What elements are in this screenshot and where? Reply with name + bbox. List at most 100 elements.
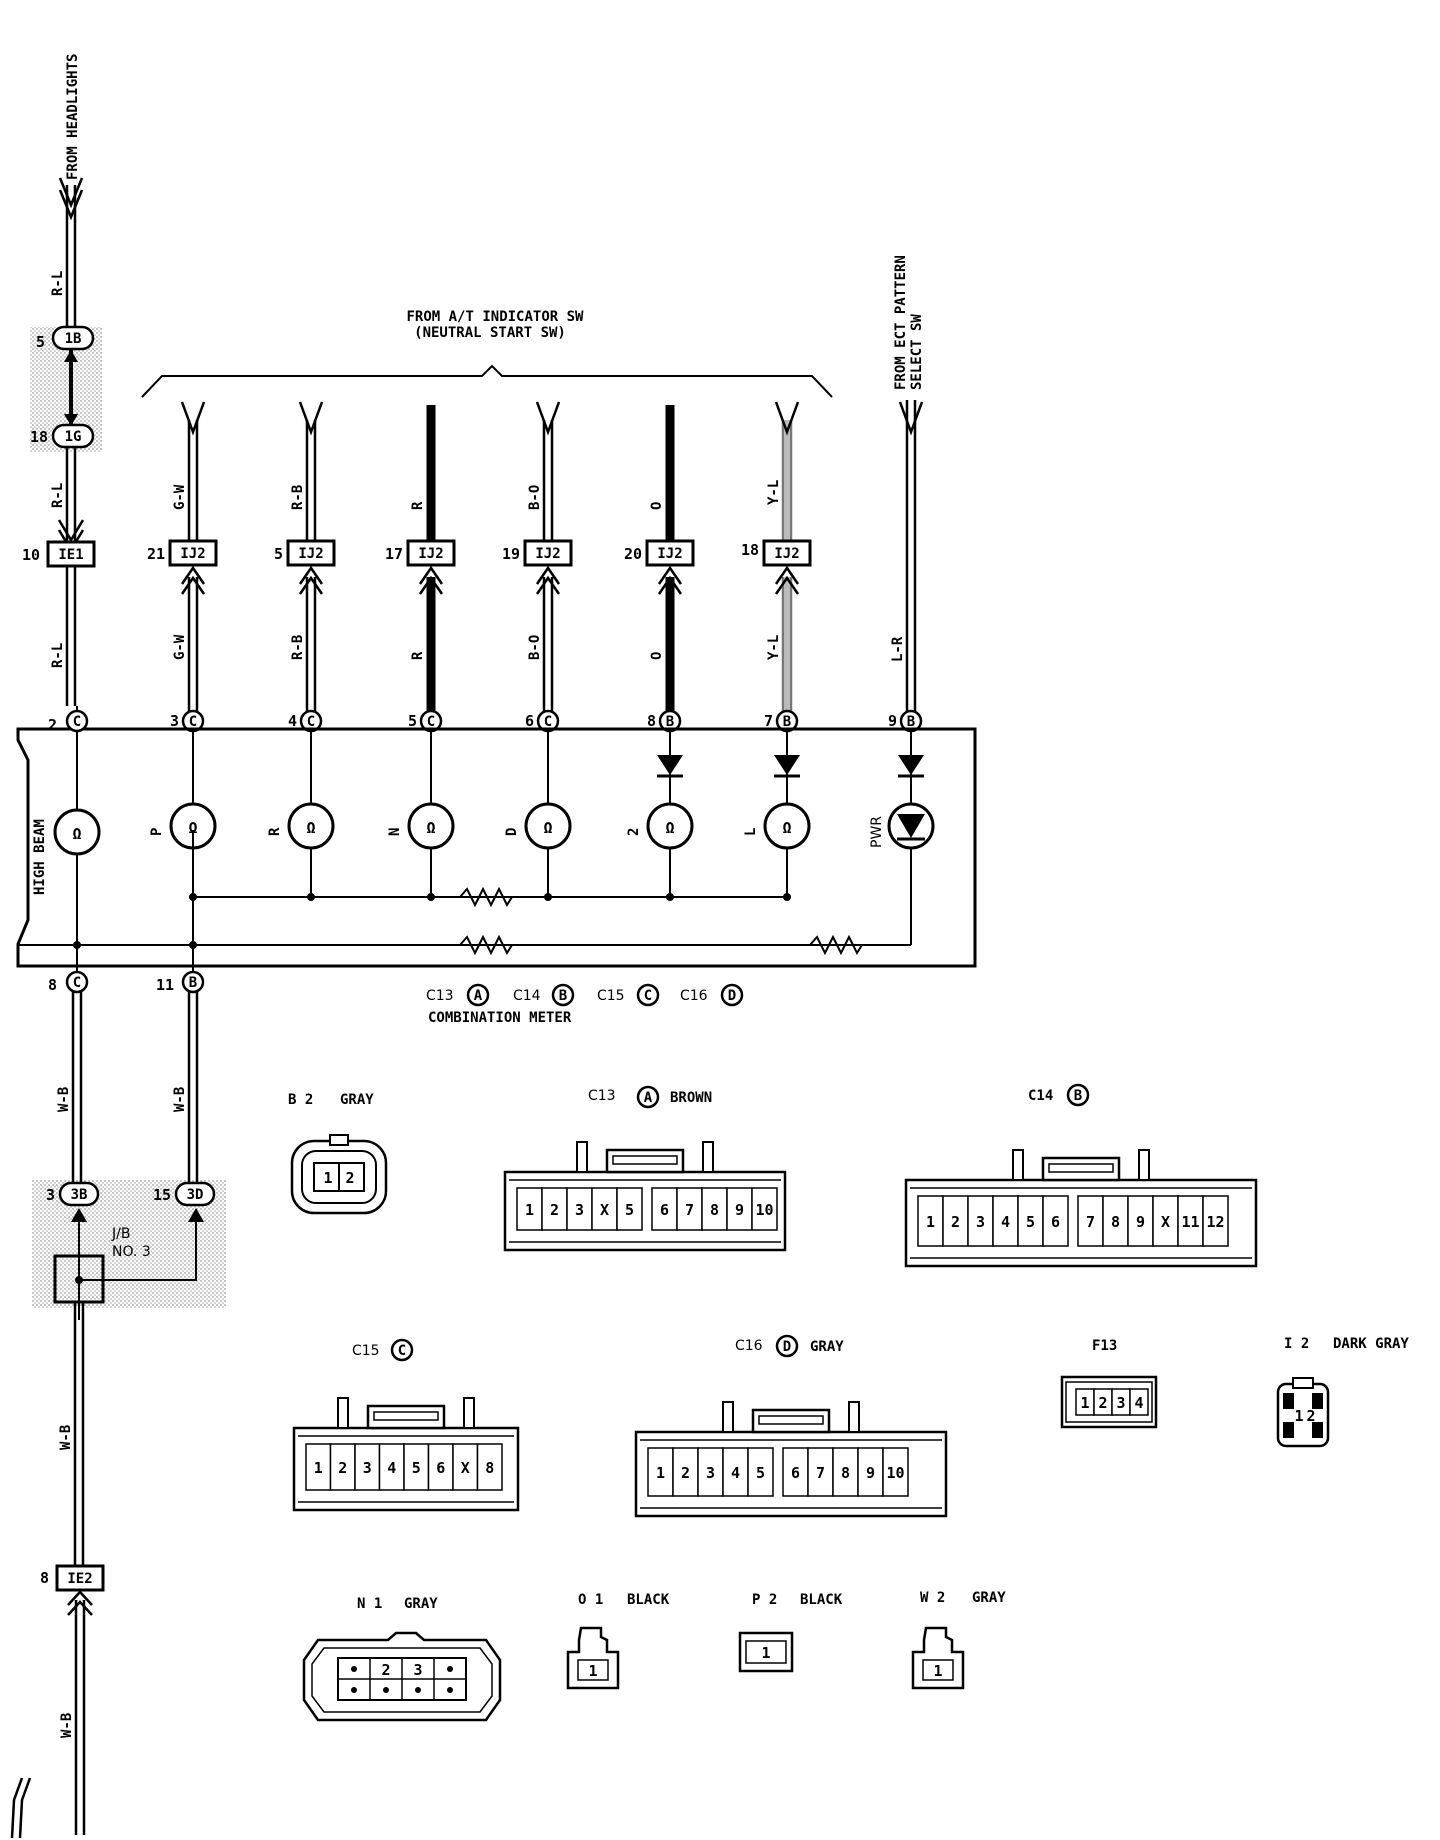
c14-pin: 6 — [1051, 1213, 1060, 1231]
meter-connector-letter: C — [189, 714, 197, 730]
c16-pin: 7 — [816, 1464, 825, 1482]
pwr-pin-number: 9 — [888, 712, 897, 730]
wire-color-rl-2: R-L — [50, 483, 66, 508]
c14-name: C14 — [1028, 1088, 1053, 1104]
lamp-filament-icon: Ω — [188, 819, 197, 837]
ij2-pin-number: 17 — [385, 545, 403, 563]
c15-pin: 6 — [436, 1459, 445, 1477]
meter-connector-letter: B — [783, 714, 791, 730]
c13-pin: X — [600, 1201, 609, 1219]
o1-name: O 1 — [578, 1592, 603, 1608]
b2-color: GRAY — [340, 1092, 374, 1108]
connector-ie1-id: IE1 — [58, 547, 83, 563]
high-beam-lamp-symbol: Ω — [72, 825, 81, 843]
n1-pin-2: 2 — [381, 1661, 390, 1679]
pin-ie1-number: 10 — [22, 546, 40, 564]
connector-1g-id: 1G — [65, 429, 82, 445]
c16-pin: 10 — [886, 1464, 904, 1482]
jb-label: J/B — [111, 1226, 130, 1242]
connector-ij2-label: IJ2 — [298, 546, 323, 562]
connector-ij2 — [406, 539, 456, 567]
connector-ij2 — [286, 539, 336, 567]
c15-pin: 3 — [363, 1459, 372, 1477]
combination-meter-title: COMBINATION METER — [428, 1010, 572, 1026]
connector-o1: O 1 BLACK 1 — [566, 1592, 670, 1690]
meter-connector-letter: C — [307, 714, 315, 730]
connector-ij2-label: IJ2 — [180, 546, 205, 562]
c15-pin: 5 — [412, 1459, 421, 1477]
connector-3b — [58, 1181, 100, 1207]
lamp-filament-icon: Ω — [782, 819, 791, 837]
wire-color-lower: R — [410, 651, 426, 660]
connector-i2: I 2 DARK GRAY 1 2 — [1276, 1336, 1409, 1448]
wire-color-upper: O — [649, 502, 665, 510]
wire-color-upper: Y-L — [766, 480, 782, 505]
wire-color-lr: L-R — [890, 636, 906, 662]
c13-pin: 8 — [710, 1201, 719, 1219]
wire-color-lower: R-B — [290, 635, 306, 660]
c16-pin: 3 — [706, 1464, 715, 1482]
meter-bottom-conn-1-letter: C — [73, 975, 81, 991]
c15-pin: X — [461, 1459, 470, 1477]
f13-pin: 3 — [1116, 1394, 1125, 1412]
from-at-indicator-label: FROM A/T INDICATOR SW — [406, 309, 584, 325]
connector-3d-id: 3D — [187, 1187, 204, 1203]
c16-pin: 1 — [656, 1464, 665, 1482]
lamp-filament-icon: Ω — [306, 819, 315, 837]
select-sw-label: SELECT SW — [909, 314, 925, 390]
c13-color: BROWN — [670, 1090, 712, 1106]
meter-connector-letter: C — [544, 714, 552, 730]
caption-c13: C13 — [426, 988, 454, 1004]
lamp-filament-icon: Ω — [543, 819, 552, 837]
c13-pin: 6 — [660, 1201, 669, 1219]
c13-letter: A — [644, 1090, 653, 1106]
wire-color-lower: Y-L — [766, 635, 782, 660]
diode-icon — [774, 755, 800, 775]
c13-pin: 5 — [625, 1201, 634, 1219]
f13-pin: 2 — [1098, 1394, 1107, 1412]
at-indicator-group: FROM A/T INDICATOR SW (NEUTRAL START SW) — [141, 309, 833, 398]
connector-1g — [51, 423, 95, 449]
wire-color-lower: G-W — [172, 634, 188, 660]
n1-pin-3: 3 — [413, 1661, 422, 1679]
from-headlights-label: FROM HEADLIGHTS — [65, 54, 81, 180]
w2-pin-1: 1 — [933, 1662, 942, 1680]
wire-color-upper: R-B — [290, 485, 306, 510]
wire-color-rl-3: R-L — [50, 643, 66, 668]
lamp-letter: L — [743, 828, 759, 836]
ij2-pin-number: 18 — [741, 541, 759, 559]
meter-connector-letter: B — [666, 714, 674, 730]
meter-pin-number: 4 — [288, 712, 297, 730]
c13-pin: 2 — [550, 1201, 559, 1219]
meter-bottom-pin-1: 8 — [48, 976, 57, 994]
c16-letter: D — [783, 1339, 791, 1355]
connector-p2: P 2 BLACK 1 — [738, 1592, 843, 1673]
diode-icon — [657, 755, 683, 775]
connector-ij2 — [168, 539, 218, 567]
connector-ie2 — [55, 1564, 105, 1592]
wire-color-upper: B-O — [527, 485, 543, 510]
meter-pin-number: 8 — [647, 712, 656, 730]
c13-name: C13 — [588, 1088, 616, 1104]
caption-c14: C14 — [513, 988, 541, 1004]
connector-ij2-label: IJ2 — [774, 546, 799, 562]
connector-ij2-label: IJ2 — [418, 546, 443, 562]
c14-pin: X — [1161, 1213, 1170, 1231]
n1-name: N 1 — [357, 1596, 382, 1612]
c14-letter: B — [1074, 1088, 1082, 1104]
c15-name: C15 — [352, 1343, 380, 1359]
connector-ij2-label: IJ2 — [535, 546, 560, 562]
meter-bottom-conn-2 — [181, 970, 205, 994]
ground-wiring: W-B W-B 3 3B 15 3D J/B NO. 3 W-B 8 IE2 — [10, 992, 226, 1839]
connector-ij2 — [523, 539, 573, 567]
p2-name: P 2 — [752, 1592, 777, 1608]
